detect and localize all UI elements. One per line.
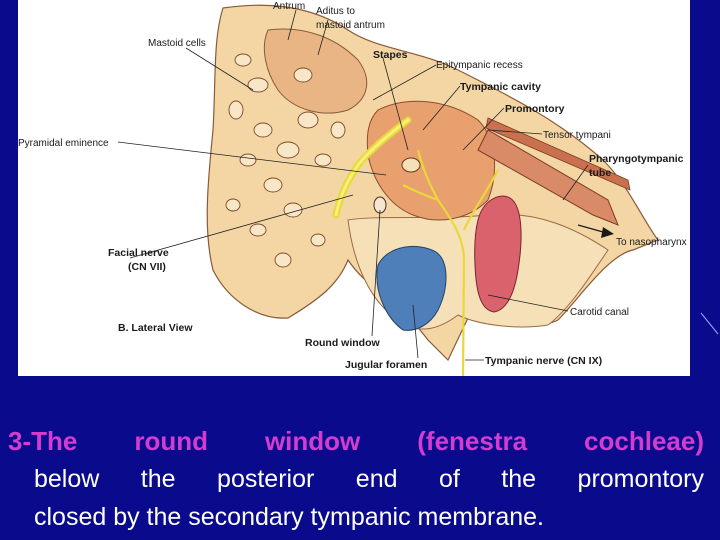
label-antrum: Antrum bbox=[273, 1, 305, 12]
antrum-region bbox=[263, 28, 368, 114]
label-facial-nerve-line1: Facial nerve bbox=[108, 247, 169, 259]
label-pyramidal-eminence: Pyramidal eminence bbox=[18, 138, 109, 149]
anatomy-figure: Antrum Aditus to mastoid antrum Mastoid … bbox=[18, 0, 690, 376]
label-mastoid-cells: Mastoid cells bbox=[148, 38, 206, 49]
label-aditus-line2: mastoid antrum bbox=[316, 20, 385, 31]
tympanic-cavity-diagram: Antrum Aditus to mastoid antrum Mastoid … bbox=[18, 1, 687, 376]
leader-lines bbox=[117, 9, 614, 361]
caption-heading: 3-The round window (fenestra cochleae) bbox=[8, 426, 704, 456]
label-facial-nerve-line2: (CN VII) bbox=[128, 261, 166, 273]
jugular-bulb bbox=[376, 245, 447, 331]
stapes-shape bbox=[401, 157, 421, 173]
label-tensor-tympani: Tensor tympani bbox=[543, 130, 611, 141]
pharyngotympanic-tube bbox=[477, 129, 619, 226]
caption-line-3: closed by the secondary tympanic membran… bbox=[34, 503, 544, 531]
label-epitympanic-recess: Epitympanic recess bbox=[436, 60, 523, 71]
mastoid-air-cells bbox=[225, 53, 346, 268]
slide-decoration-line bbox=[700, 312, 719, 335]
label-jugular-foramen: Jugular foramen bbox=[345, 359, 427, 371]
label-tympanic-nerve: Tympanic nerve (CN IX) bbox=[485, 355, 602, 367]
label-carotid-canal: Carotid canal bbox=[570, 307, 629, 318]
label-round-window: Round window bbox=[305, 337, 380, 349]
label-stapes: Stapes bbox=[373, 49, 408, 61]
slide-caption: 3-The round window (fenestra cochleae) b… bbox=[8, 422, 704, 536]
tympanic-nerve bbox=[402, 149, 499, 376]
label-lateral-view: B. Lateral View bbox=[118, 322, 193, 334]
label-promontory: Promontory bbox=[505, 103, 565, 115]
facial-nerve-highlight bbox=[334, 118, 410, 217]
caption-line-2: below the posterior end of the promontor… bbox=[34, 465, 704, 493]
label-to-nasopharynx: To nasopharynx bbox=[616, 237, 687, 248]
label-aditus-line1: Aditus to bbox=[316, 6, 355, 17]
label-pharyngotympanic-line1: Pharyngotympanic bbox=[589, 153, 684, 165]
carotid-canal-shape bbox=[474, 195, 522, 313]
label-tympanic-cavity: Tympanic cavity bbox=[460, 81, 541, 93]
label-pharyngotympanic-line2: tube bbox=[589, 167, 611, 179]
tensor-tympani-muscle bbox=[485, 117, 631, 191]
